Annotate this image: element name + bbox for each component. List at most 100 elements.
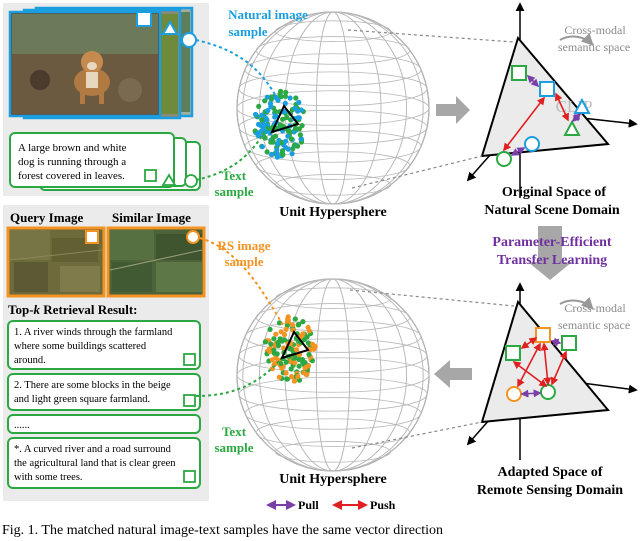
triangle-marker-blue — [161, 20, 179, 35]
cross-modal-bottom-2: semantic space — [558, 318, 630, 332]
embedding-dot — [292, 316, 298, 322]
figure-caption: Fig. 1. The matched natural image-text s… — [2, 523, 443, 538]
embedding-dot — [274, 141, 281, 147]
embedding-dot — [259, 144, 265, 150]
similar-image-label: Similar Image — [112, 210, 191, 225]
unit-hypersphere-top — [236, 11, 430, 205]
circle-marker-green — [184, 174, 198, 188]
embedding-dot — [295, 373, 301, 380]
embedding-dot — [267, 348, 273, 354]
embedding-dot — [272, 114, 278, 120]
embedding-dot — [285, 128, 291, 134]
embedding-dot — [304, 334, 310, 340]
triangle-marker-green — [161, 173, 177, 186]
text-sample-top-label-1: Text — [222, 168, 247, 183]
embedding-dot — [277, 336, 283, 342]
embedding-dot — [279, 148, 286, 154]
connector-text-bottom — [195, 359, 281, 397]
embedding-dot — [282, 93, 288, 99]
retrieval-2-line-1: 2. There are some blocks in the beige — [14, 380, 171, 391]
embedding-dot — [274, 154, 280, 160]
embedding-dot — [260, 121, 266, 127]
embedding-dot — [278, 361, 284, 367]
embedding-dot — [294, 347, 300, 353]
embedding-dot — [253, 111, 259, 118]
embedding-dot — [283, 89, 289, 95]
embedding-dot — [283, 359, 289, 365]
embedding-dot — [256, 121, 262, 127]
vector-triangle-top — [270, 104, 300, 134]
natural-caption-line-1: A large brown and white — [18, 142, 127, 154]
embedding-dot — [289, 151, 295, 157]
rs-image-sample-label-1: RS image — [217, 238, 270, 253]
embedding-dot — [264, 94, 270, 100]
embedding-dot — [287, 346, 293, 352]
natural-text-card — [9, 132, 175, 188]
embedding-dot — [292, 360, 298, 366]
original-space-title-2: Natural Scene Domain — [484, 203, 620, 218]
embedding-dot — [289, 322, 295, 328]
embedding-dot — [284, 114, 290, 121]
embedding-dot — [273, 331, 279, 337]
embedding-dot — [285, 314, 291, 320]
embedding-dot — [271, 336, 277, 342]
embedding-dot — [256, 103, 262, 109]
retrieval-ellipsis: ...... — [14, 420, 30, 431]
embedding-dot — [285, 146, 291, 152]
adapted-space-panel: Cross-modal semantic space — [466, 282, 638, 460]
petl-title-2: Transfer Learning — [497, 253, 607, 268]
embedding-dot — [281, 332, 288, 338]
flow-arrow-right — [436, 96, 470, 124]
retrieval-card-1 — [7, 320, 201, 370]
embedding-dot — [288, 366, 294, 372]
text-sample-bottom-label-1: Text — [222, 424, 247, 439]
retrieval-2-line-2: and light green square farmland. — [14, 394, 150, 405]
embedding-dot — [291, 142, 298, 148]
embedding-dot — [297, 132, 303, 138]
embedding-dot — [301, 370, 307, 376]
retrieval-last-line-1: *. A curved river and a road surround — [14, 444, 172, 455]
embedding-dot — [270, 138, 276, 144]
original-space-title-1: Original Space of — [502, 185, 607, 200]
embedding-dot — [296, 115, 302, 121]
embedding-dot — [272, 108, 278, 115]
embedding-dot — [281, 337, 288, 343]
square-marker-blue — [136, 11, 152, 27]
embedding-dot — [273, 133, 279, 139]
embedding-dot — [287, 95, 293, 101]
square-marker-green — [144, 169, 157, 182]
petl-title-1: Parameter-Efficient — [492, 235, 612, 250]
cross-modal-bottom-1: Cross-modal — [564, 301, 626, 315]
embedding-dot — [288, 374, 295, 380]
connector-image-top — [195, 39, 279, 101]
embedding-dot — [296, 126, 302, 132]
embedding-dot — [271, 347, 277, 353]
connector-text-top — [195, 125, 269, 181]
embedding-dot — [300, 319, 306, 325]
retrieval-last-line-2: the agricultural land that is clear gree… — [14, 458, 176, 469]
text-sample-top-label-2: sample — [215, 184, 254, 199]
retrieval-card-2 — [7, 373, 201, 411]
vector-triangle-bottom — [280, 330, 310, 360]
circle-marker-blue — [181, 32, 197, 48]
embedding-dot — [299, 356, 306, 363]
embedding-dot — [293, 95, 299, 101]
embedding-dot — [291, 355, 298, 362]
embedding-dot — [267, 326, 273, 332]
query-image-label: Query Image — [10, 210, 84, 225]
embedding-dot — [274, 351, 280, 357]
text-sample-bottom-label-2: sample — [215, 440, 254, 455]
embedding-dot — [268, 341, 274, 347]
natural-image-sample-label-2: sample — [229, 24, 268, 39]
embedding-dot — [259, 112, 265, 118]
embedding-dot — [283, 370, 289, 376]
embedding-dot — [264, 117, 270, 123]
embedding-dot — [284, 322, 290, 329]
embedding-dot — [281, 345, 287, 351]
unit-hypersphere-bottom-label: Unit Hypersphere — [279, 472, 386, 487]
embedding-dot — [259, 128, 265, 134]
embedding-dot — [276, 374, 282, 380]
embedding-dot — [296, 99, 302, 105]
embedding-dot — [284, 376, 290, 382]
